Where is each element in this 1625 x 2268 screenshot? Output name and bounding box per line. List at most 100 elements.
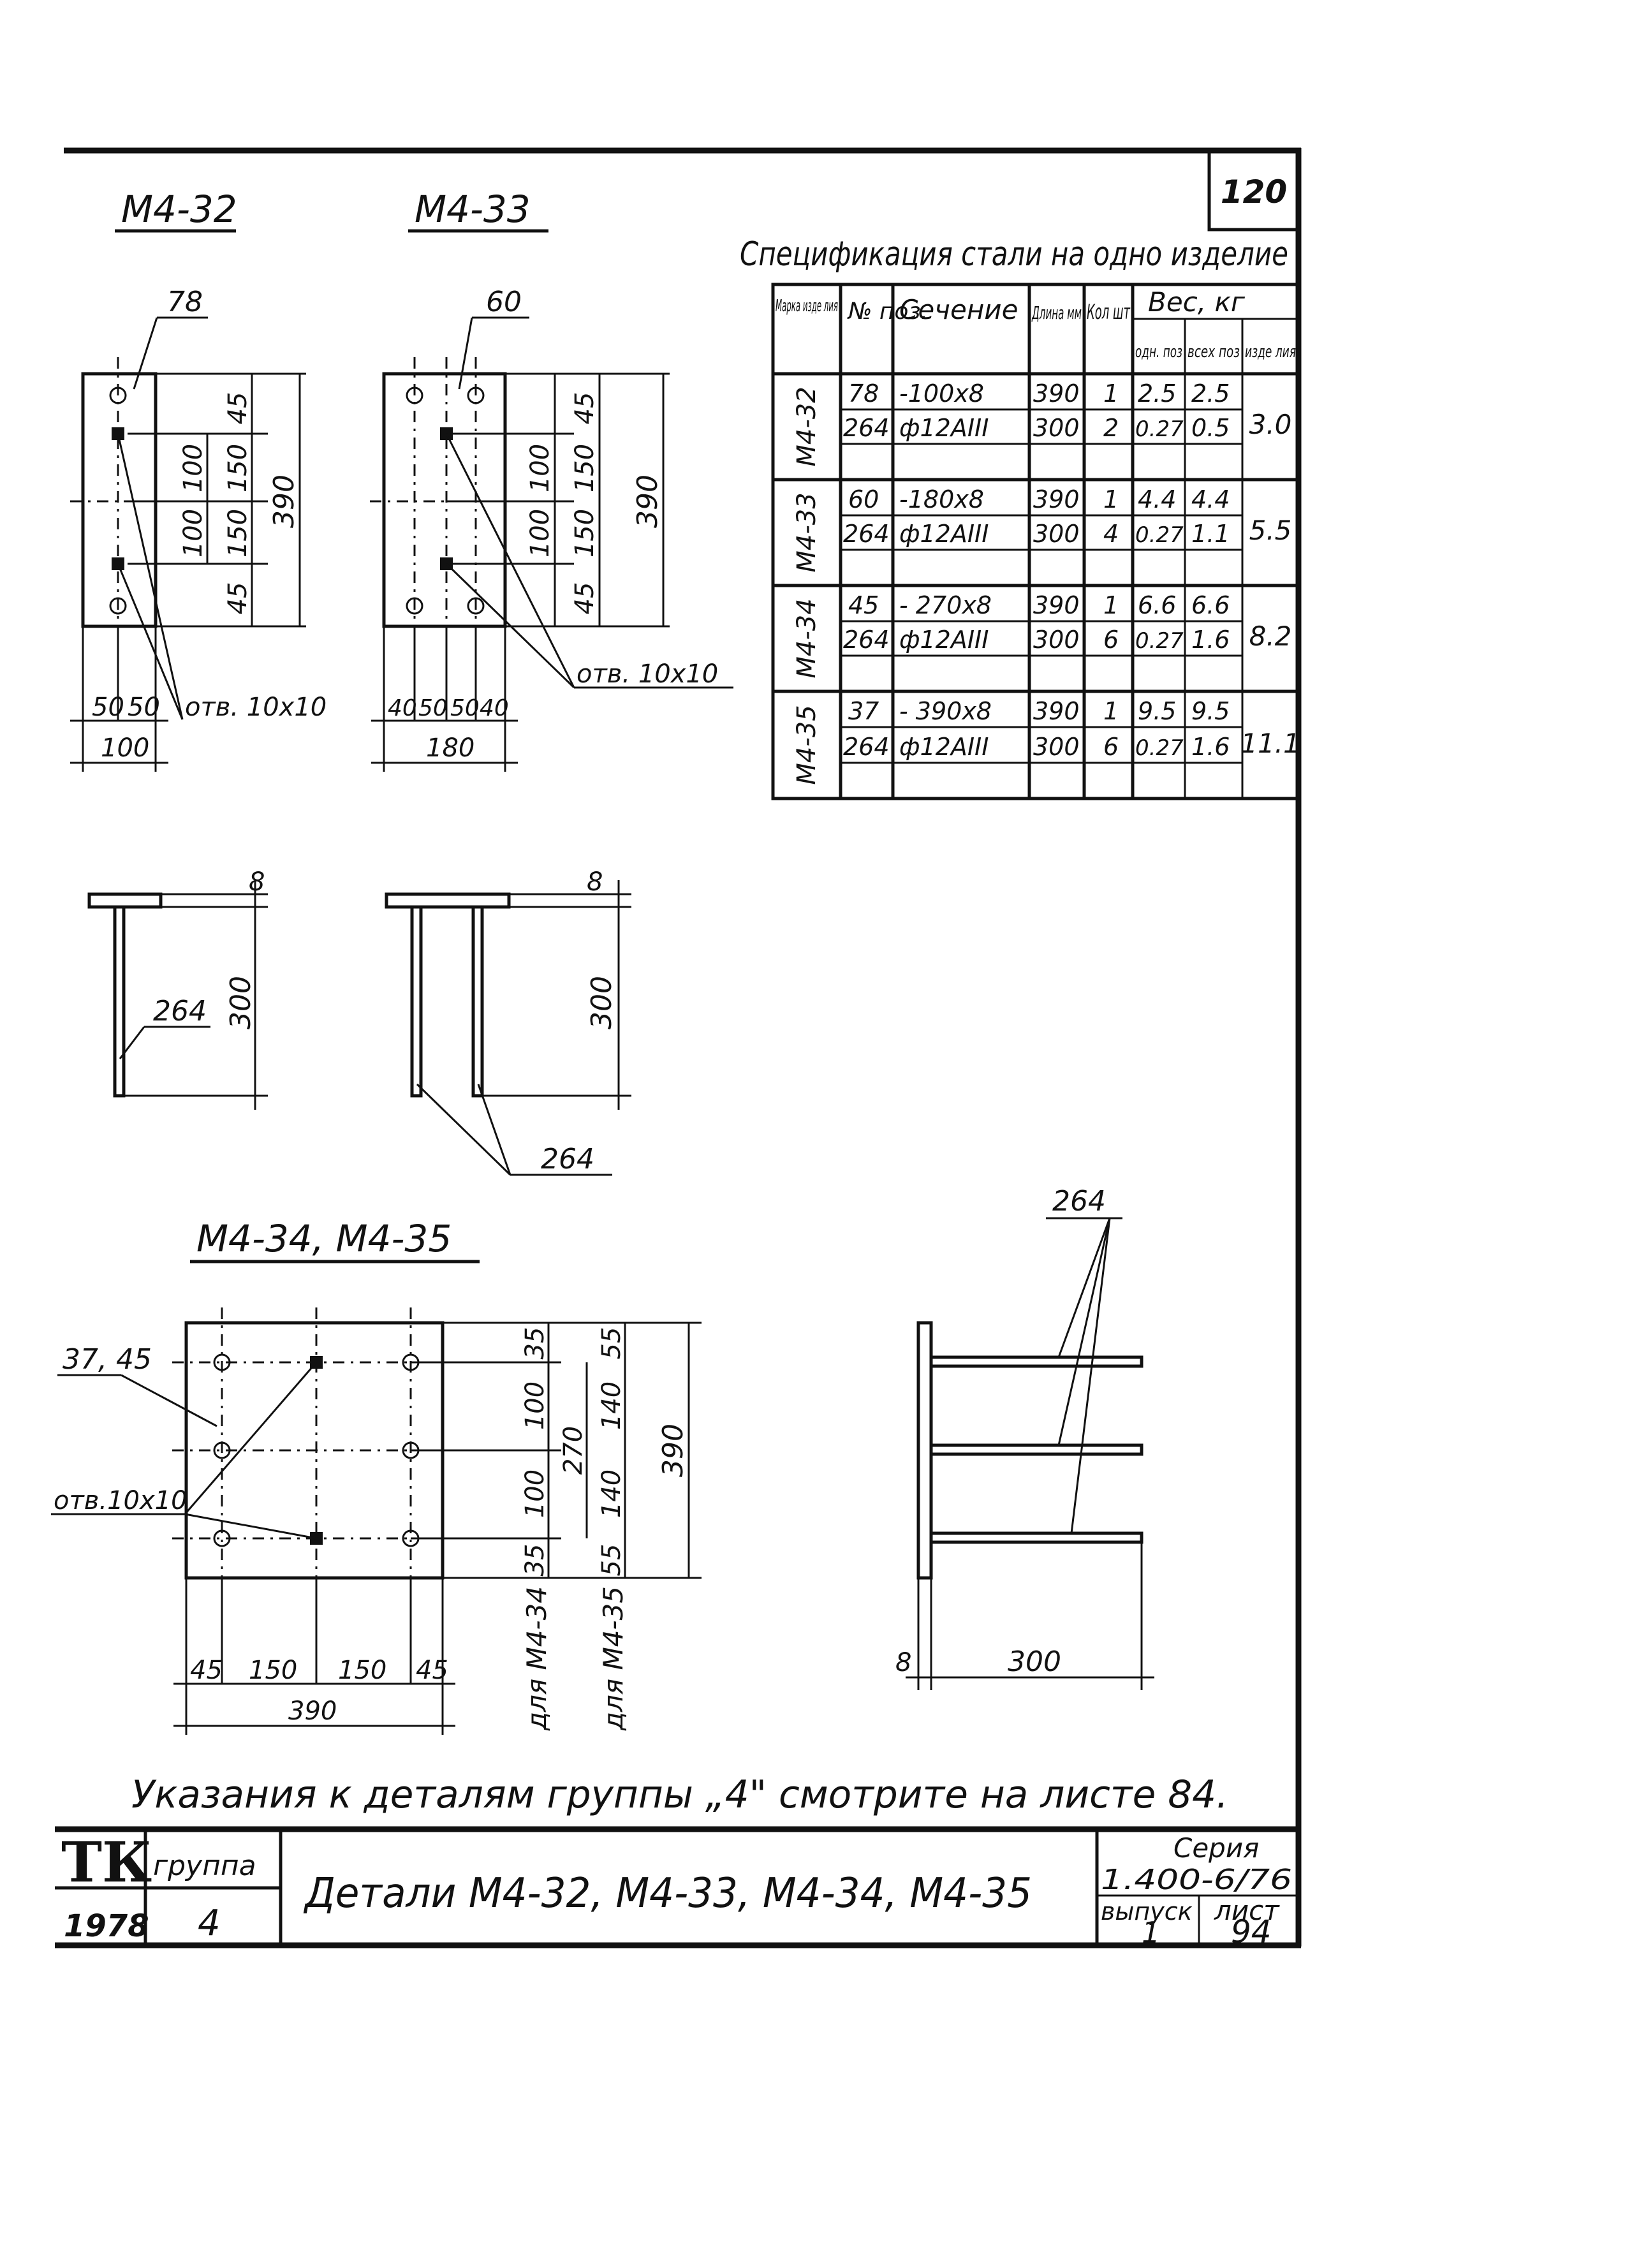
spec-r2-w2: 0.5	[1191, 414, 1230, 442]
title-block: ТК 1978 группа 4 Детали М4-32, М4-33, М4…	[55, 1826, 1298, 1950]
spec-mark-1: М4-32	[792, 387, 821, 466]
m4-34-35-dim-45-right: 45	[416, 1656, 448, 1685]
m4-34-35-side-thickness: 8	[895, 1648, 911, 1677]
spec-r3-pos: 60	[848, 485, 879, 513]
m4-32-hole-upper	[109, 387, 127, 404]
m4-33-side-view: 8 300 264	[385, 867, 631, 1176]
m4-32-plate	[81, 372, 158, 628]
m4-32-dim-50-left: 50	[92, 693, 124, 722]
issue-value: 1	[1142, 1915, 1160, 1950]
spec-r5-section: - 270х8	[899, 591, 992, 619]
m4-33-dim-40-left: 40	[388, 695, 417, 721]
spec-mark-3: М4-34	[792, 598, 821, 678]
sheet-label: лист	[1214, 1895, 1280, 1926]
spec-r2-w1: 0.27	[1135, 416, 1184, 442]
spec-header-qty: Кол шт	[1087, 300, 1131, 324]
m4-34-35-hole-3	[213, 1441, 231, 1459]
m4-32-hole-note: отв. 10х10	[185, 693, 327, 722]
spec-r7-pos: 37	[848, 697, 879, 725]
spec-r5-length: 390	[1033, 591, 1080, 619]
m4-32-side-rod-pos: 264	[153, 995, 207, 1027]
spec-r1-qty: 1	[1103, 379, 1119, 408]
m4-34-35-dim-45-left: 45	[190, 1656, 223, 1685]
spec-r8-length: 300	[1033, 733, 1080, 761]
spec-r8-qty: 6	[1103, 733, 1119, 761]
group-label: группа	[153, 1850, 256, 1882]
spec-r2-length: 300	[1033, 414, 1080, 442]
spec-r7-section: - 390х8	[899, 697, 992, 725]
issue-label: выпуск	[1101, 1897, 1193, 1926]
spec-r7-w2: 9.5	[1191, 697, 1230, 725]
m4-34-35-hole-5	[213, 1529, 231, 1547]
spec-total-1: 3.0	[1249, 409, 1292, 440]
m4-32-plate-pos: 78	[167, 286, 203, 318]
spec-total-2: 5.5	[1249, 515, 1292, 546]
m4-33-hole-br	[467, 597, 485, 615]
m4-34-35-hole-1	[213, 1353, 231, 1371]
m4-33-dim-45-top: 45	[570, 392, 599, 425]
m4-34-label: для М4-34	[521, 1586, 552, 1731]
m4-33-dim-180: 180	[426, 733, 474, 763]
spec-header-mark: Марка изде лия	[776, 297, 838, 316]
spec-r5-qty: 1	[1103, 591, 1119, 619]
m4-34-dim-35-top: 35	[520, 1327, 550, 1360]
m4-33-dim-150-bottom: 150	[570, 509, 599, 557]
spec-r6-section: ф12АIII	[899, 626, 989, 654]
spec-r1-section: -100х8	[899, 379, 984, 408]
m4-33-hole-bl	[406, 597, 423, 615]
m4-32-dim-100-top: 100	[179, 444, 208, 492]
spec-title: Спецификация стали на одно изделие	[740, 235, 1288, 274]
m4-33-dim-100-bottom: 100	[526, 509, 555, 557]
m4-35-dim-390: 390	[657, 1424, 689, 1477]
spec-r2-pos: 264	[843, 414, 890, 442]
m4-33-dim-390: 390	[631, 475, 664, 528]
spec-r4-length: 300	[1033, 520, 1080, 548]
group-note: Указания к деталям группы „4" смотрите н…	[131, 1772, 1228, 1817]
m4-34-35-dim-390: 390	[288, 1697, 337, 1726]
spec-r4-w2: 1.1	[1191, 520, 1230, 548]
m4-33-plate	[382, 372, 507, 628]
m4-33-side-rod-pos: 264	[541, 1143, 594, 1175]
spec-r3-w2: 4.4	[1191, 485, 1230, 513]
m4-35-dim-140-bottom: 140	[597, 1469, 626, 1518]
series-value: 1.400-6/76	[1101, 1864, 1292, 1896]
spec-r3-qty: 1	[1103, 485, 1119, 513]
m4-34-35-plan: М4-34, М4-35 37, 45 отв.10х10 35 100 100	[51, 1217, 702, 1735]
m4-35-dim-140-top: 140	[597, 1381, 626, 1430]
m4-34-dim-270: 270	[559, 1426, 588, 1475]
m4-34-dim-100-bottom: 100	[520, 1469, 550, 1518]
drawing-title: Детали М4-32, М4-33, М4-34, М4-35	[303, 1870, 1032, 1917]
m4-32-hole-lower	[109, 597, 127, 615]
spec-r2-section: ф12АIII	[899, 414, 989, 442]
m4-33-dim-40-right: 40	[480, 695, 509, 721]
m4-32-dim-100: 100	[101, 733, 149, 763]
m4-35-dim-55-bottom: 55	[597, 1544, 626, 1577]
spec-header-pos: № поз.	[847, 298, 928, 325]
spec-mark-2: М4-33	[792, 492, 821, 572]
m4-33-plan: М4-33 60 45 100 150 100 150 45 390	[370, 188, 733, 772]
spec-r4-qty: 4	[1103, 520, 1119, 548]
spec-r3-section: -180х8	[899, 485, 984, 513]
m4-32-side-view: 8 300 264	[87, 867, 268, 1110]
spec-r2-qty: 2	[1103, 414, 1119, 442]
m4-32-dim-100-bottom: 100	[179, 509, 208, 557]
spec-r6-qty: 6	[1103, 626, 1119, 654]
sheet-number: 120	[1221, 173, 1287, 210]
sheet-number-box: 120	[1207, 149, 1300, 232]
spec-r4-pos: 264	[843, 520, 890, 548]
m4-35-dim-55-top: 55	[597, 1327, 626, 1360]
m4-34-35-plate-pos: 37, 45	[62, 1343, 152, 1376]
spec-r4-w1: 0.27	[1135, 522, 1184, 548]
spec-r8-w1: 0.27	[1135, 735, 1184, 761]
group-value: 4	[198, 1903, 221, 1944]
spec-r1-pos: 78	[848, 379, 879, 408]
spec-mark-4: М4-35	[792, 705, 821, 784]
m4-34-dim-100-top: 100	[520, 1381, 550, 1430]
m4-34-35-side-length: 300	[1008, 1646, 1061, 1678]
m4-33-dim-100-top: 100	[526, 444, 555, 492]
spec-r8-section: ф12АIII	[899, 733, 989, 761]
m4-33-dim-50-left: 50	[418, 695, 448, 721]
spec-r7-w1: 9.5	[1138, 697, 1176, 725]
m4-33-hole-tl	[406, 387, 423, 404]
